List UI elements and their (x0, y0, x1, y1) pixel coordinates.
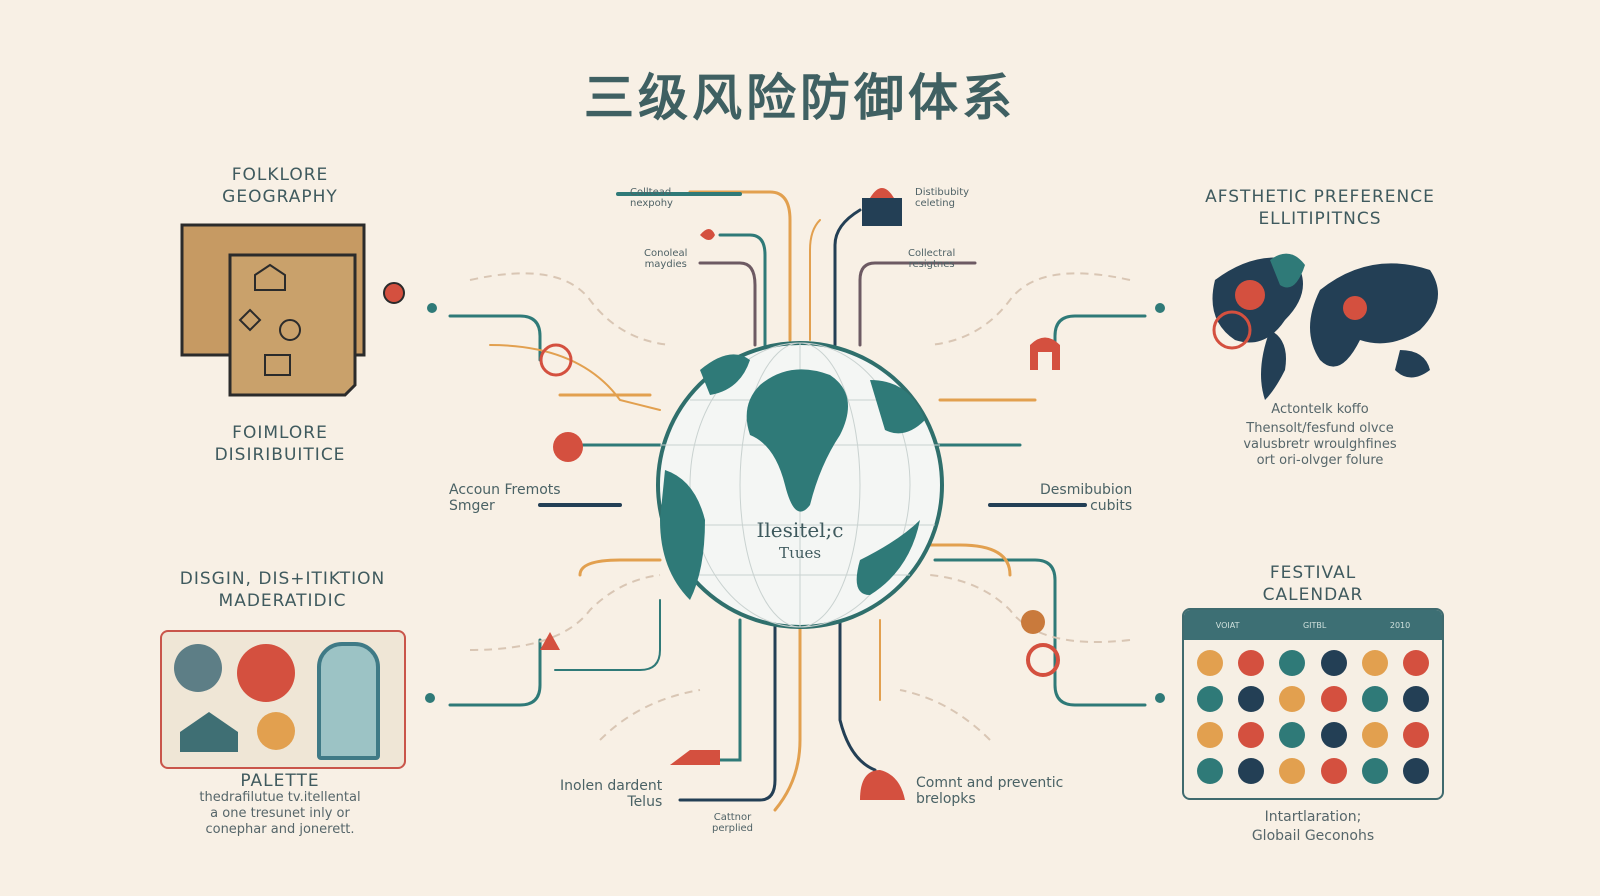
calendar-festival-icon (1403, 650, 1430, 676)
globe-label-2: Tιues (778, 544, 822, 562)
calendar-header: VOIAT GITBL 2010 (1184, 610, 1442, 640)
page-title: 三级风险防御体系 (584, 69, 1016, 127)
design-heading: DISGIN, DIS+ITIKTION MADERATIDIC (179, 569, 386, 611)
symbol-palette-icon (160, 630, 406, 769)
design-description: thedrafilutue tv.itellental a one tresun… (199, 790, 361, 837)
aesthetic-heading: AFSTHETIC PREFERENCE ELLITIPITNCS (1205, 187, 1435, 229)
calendar-festival-icon (1237, 758, 1264, 784)
globe-label-1: Ilesitel;c (756, 518, 844, 542)
calendar-festival-icon (1279, 650, 1306, 676)
map-scroll-icon (180, 223, 405, 397)
calendar-header-item: GITBL (1302, 620, 1327, 630)
calendar-festival-icon (1403, 722, 1430, 748)
design-caption: PALETTE (240, 771, 320, 791)
top-label: Conoleal maydies (644, 248, 688, 270)
calendar-festival-icon (1196, 686, 1223, 712)
bottom-label: Comnt and preventic brelopks (916, 775, 1064, 807)
calendar-festival-icon (1279, 722, 1306, 748)
calendar-festival-icon (1237, 650, 1264, 676)
calendar-festival-icon (1403, 758, 1430, 784)
calendar-festival-icon (1279, 758, 1306, 784)
folklore-caption: FOIMLORE DISIRIBUITICE (214, 423, 346, 465)
calendar-festival-icon (1237, 686, 1264, 712)
calendar-festival-icon (1361, 650, 1388, 676)
globe-icon (656, 341, 944, 629)
calendar-header-item: VOIAT (1215, 620, 1240, 630)
calendar-festival-icon (1320, 686, 1347, 712)
small-icons (539, 188, 1060, 800)
calendar-festival-icon (1361, 686, 1388, 712)
folklore-heading: FOLKLORE GEOGRAPHY (222, 165, 338, 207)
calendar-festival-icon (1361, 758, 1388, 784)
right-label: Desmibubion cubits (1040, 482, 1133, 514)
calendar-festival-icon (1196, 722, 1223, 748)
calendar-header-item: 2010 (1389, 620, 1411, 630)
aesthetic-caption: Actontelk koffo (1271, 402, 1369, 417)
top-label: Colltead nexpohy (630, 187, 673, 209)
calendar-festival-icon (1320, 758, 1347, 784)
calendar-festival-icon (1279, 686, 1306, 712)
calendar-icon: VOIAT GITBL 2010 (1182, 608, 1444, 800)
festival-caption: Intartlaration; Globail Geconohs (1251, 809, 1375, 844)
top-label: Distibubity celeting (915, 187, 970, 209)
calendar-festival-icon (1320, 650, 1347, 676)
calendar-festival-icon (1196, 758, 1223, 784)
calendar-festival-icon (1320, 722, 1347, 748)
bottom-label: Cattnor perplied (712, 812, 754, 834)
calendar-festival-icon (1196, 650, 1223, 676)
world-map-icon (1212, 253, 1438, 400)
festival-heading: FESTIVAL CALENDAR (1262, 563, 1364, 605)
aesthetic-description: Thensolt/fesfund olvce valusbretr wroulg… (1243, 421, 1397, 468)
top-label: Collectral resigtnes (908, 248, 956, 270)
calendar-festival-icon (1237, 722, 1264, 748)
calendar-grid (1184, 640, 1442, 794)
left-label: Accoun Fremots Smger (449, 482, 561, 514)
calendar-festival-icon (1361, 722, 1388, 748)
bottom-label: Inolen dardent Telus (560, 778, 663, 810)
calendar-festival-icon (1403, 686, 1430, 712)
